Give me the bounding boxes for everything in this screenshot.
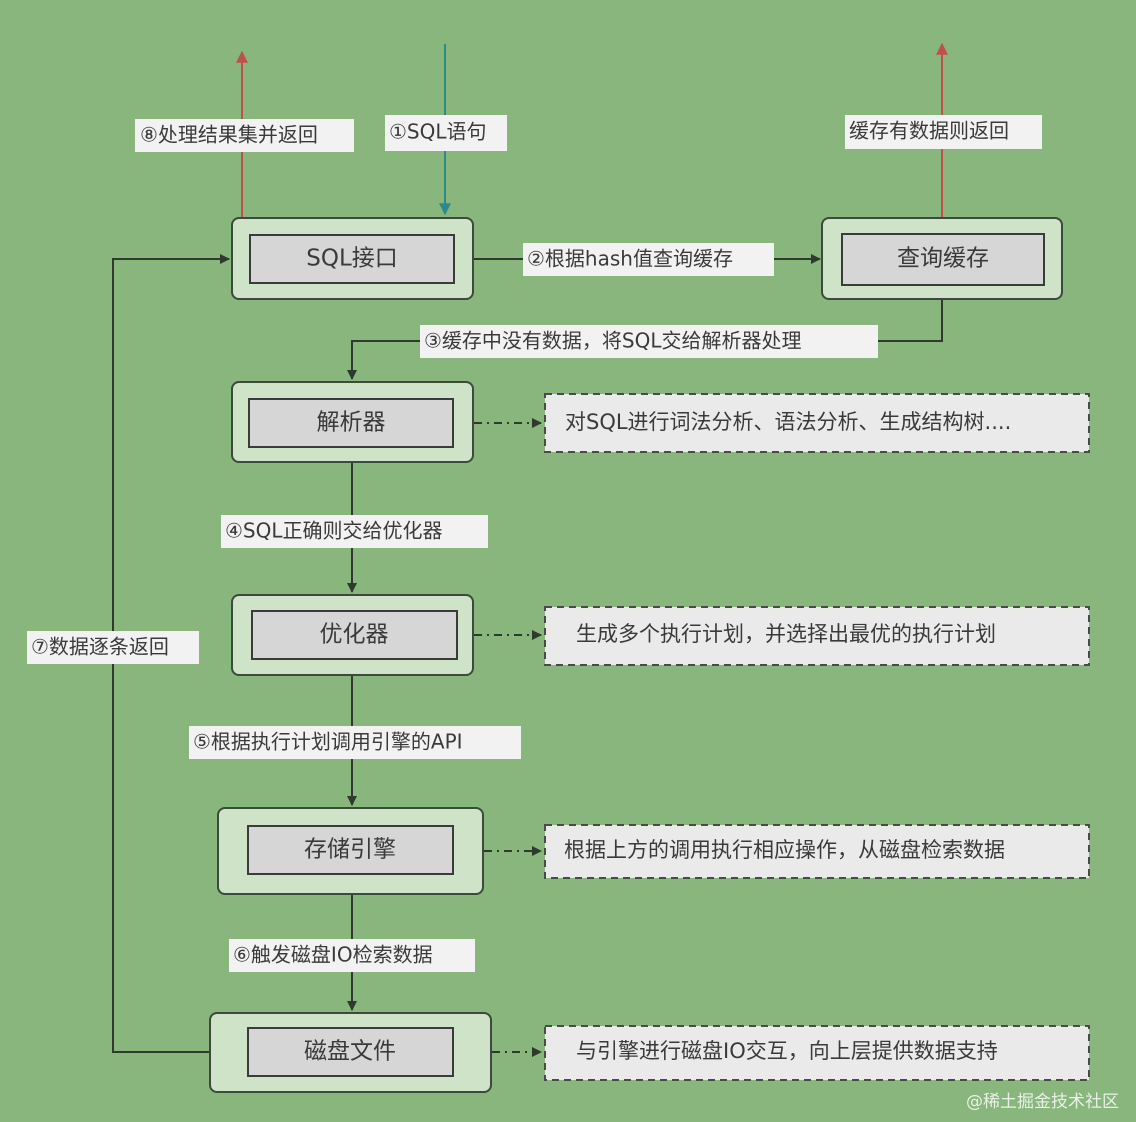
label-cache-return: 缓存有数据则返回 [845, 115, 1042, 149]
label-step6: ⑥触发磁盘IO检索数据 [229, 939, 475, 972]
step2-label: ②根据hash值查询缓存 [527, 247, 733, 271]
node-query-cache: 查询缓存 [821, 217, 1063, 300]
optimizer-label: 优化器 [320, 622, 389, 648]
note-parser: 对SQL进行词法分析、语法分析、生成结构树.... [544, 393, 1090, 453]
label-step2: ②根据hash值查询缓存 [523, 243, 774, 276]
label-step1: ①SQL语句 [385, 115, 507, 151]
node-disk-files: 磁盘文件 [209, 1012, 492, 1093]
disk-files-label: 磁盘文件 [304, 1039, 396, 1065]
step1-label: ①SQL语句 [389, 120, 487, 144]
step7-label: ⑦数据逐条返回 [31, 635, 169, 659]
step3-label: ③缓存中没有数据，将SQL交给解析器处理 [424, 329, 802, 353]
storage-engine-note-text: 根据上方的调用执行相应操作，从磁盘检索数据 [564, 838, 1005, 862]
label-step7: ⑦数据逐条返回 [27, 631, 199, 664]
query-cache-label: 查询缓存 [897, 246, 989, 272]
node-optimizer: 优化器 [231, 594, 474, 676]
storage-engine-label: 存储引擎 [304, 837, 396, 863]
disk-files-note-text: 与引擎进行磁盘IO交互，向上层提供数据支持 [576, 1039, 998, 1063]
step5-label: ⑤根据执行计划调用引擎的API [193, 730, 463, 754]
label-step8: ⑧处理结果集并返回 [135, 119, 354, 152]
note-disk-files: 与引擎进行磁盘IO交互，向上层提供数据支持 [544, 1025, 1090, 1081]
label-step5: ⑤根据执行计划调用引擎的API [189, 726, 521, 759]
parser-note-text: 对SQL进行词法分析、语法分析、生成结构树.... [565, 410, 1011, 434]
step8-label: ⑧处理结果集并返回 [140, 123, 318, 147]
label-step3: ③缓存中没有数据，将SQL交给解析器处理 [420, 325, 878, 358]
node-sql-interface: SQL接口 [231, 217, 474, 300]
step6-label: ⑥触发磁盘IO检索数据 [233, 943, 433, 967]
node-storage-engine: 存储引擎 [217, 807, 484, 895]
label-step4: ④SQL正确则交给优化器 [221, 515, 488, 548]
watermark: @稀土掘金技术社区 [966, 1092, 1119, 1112]
parser-label: 解析器 [317, 410, 386, 436]
optimizer-note-text: 生成多个执行计划，并选择出最优的执行计划 [576, 622, 996, 646]
node-parser: 解析器 [231, 381, 474, 463]
step4-label: ④SQL正确则交给优化器 [225, 519, 443, 543]
sql-interface-label: SQL接口 [306, 246, 398, 272]
note-optimizer: 生成多个执行计划，并选择出最优的执行计划 [544, 606, 1090, 666]
note-storage-engine: 根据上方的调用执行相应操作，从磁盘检索数据 [544, 824, 1090, 879]
cache-return-label: 缓存有数据则返回 [849, 119, 1009, 143]
